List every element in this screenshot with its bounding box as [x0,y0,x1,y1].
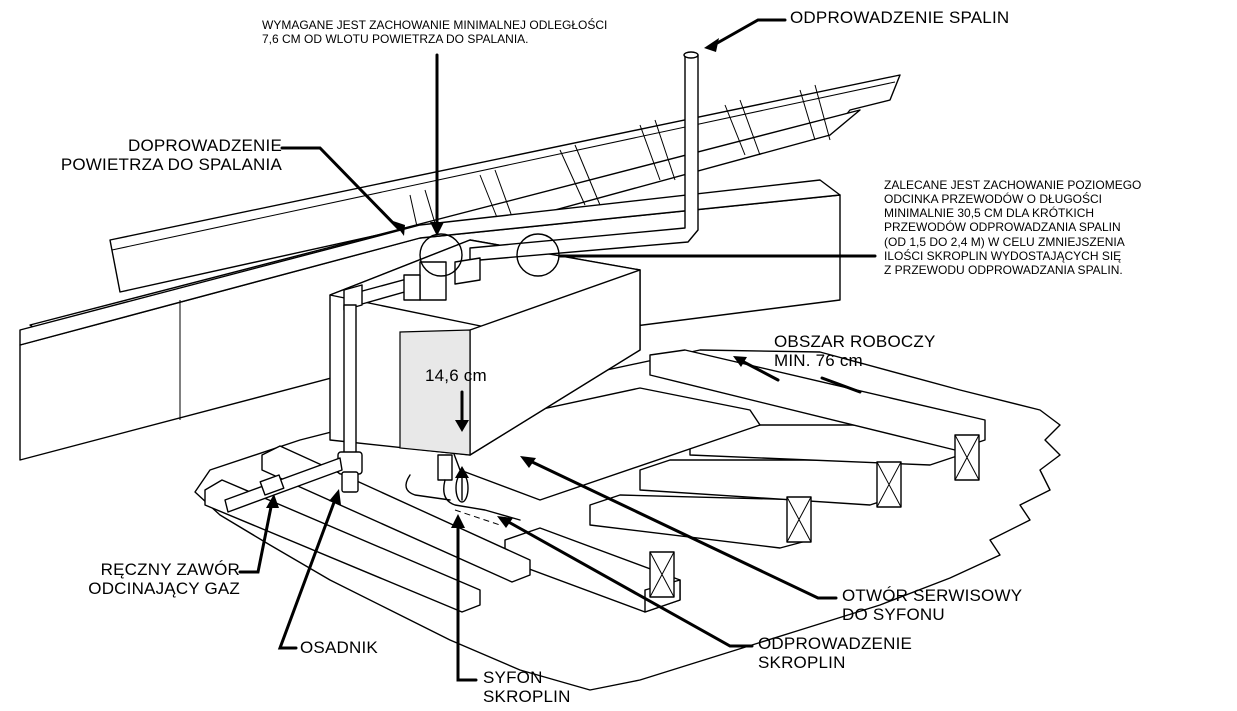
gas-valve-label: RĘCZNY ZAWÓR ODCINAJĄCY GAZ [60,560,240,598]
condensate-drain-label: ODPROWADZENIE SKROPLIN [758,634,912,672]
flue-exhaust-text: ODPROWADZENIE SPALIN [790,8,1010,27]
work-area-line-1: OBSZAR ROBOCZY [774,332,936,351]
attic-floor-outline [194,349,1061,691]
min-distance-note: WYMAGANE JEST ZACHOWANIE MINIMALNEJ ODLE… [262,18,607,46]
gas-valve-line-1: RĘCZNY ZAWÓR [100,560,240,579]
gas-valve-body [259,474,285,496]
horizontal-note-line-5: (OD 1,5 DO 2,4 M) W CELU ZMNIEJSZENIA [884,234,1125,249]
flue-pipe [454,51,699,285]
condensate-trap-label: SYFON SKROPLIN [483,668,571,706]
horizontal-note-line-1: ZALECANE JEST ZACHOWANIE POZIOMEGO [884,178,1142,192]
min-distance-note-line-1: WYMAGANE JEST ZACHOWANIE MINIMALNEJ ODLE… [262,18,608,32]
sediment-trap-label: OSADNIK [300,638,378,657]
clearance-text: 14,6 cm [425,366,487,385]
clearance-dimension [455,390,469,501]
condensate-drain-line-1: ODPROWADZENIE [758,634,913,653]
combustion-air-line-2: POWIETRZA DO SPALANIA [60,155,282,175]
condensate-drain-line-2: SKROPLIN [758,653,846,673]
service-opening-line-1: OTWÓR SERWISOWY [842,586,1023,605]
work-area-line-2: MIN. 76 cm [774,351,863,371]
leader-lines [238,18,877,682]
min-distance-note-line-2: 7,6 CM OD WLOTU POWIETRZA DO SPALANIA. [262,32,529,47]
combustion-air-line-1: DOPROWADZENIE [127,136,282,155]
combustion-air-intake-label: DOPROWADZENIE POWIETRZA DO SPALANIA [18,136,282,174]
horizontal-note-line-4: PRZEWODÓW ODPROWADZANIA SPALIN [884,220,1121,235]
flue-exhaust-label: ODPROWADZENIE SPALIN [790,8,1009,27]
condensate-trap-line-1: SYFON [483,668,543,687]
service-opening-label: OTWÓR SERWISOWY DO SYFONU [842,586,1022,624]
condensate-trap-line-2: SKROPLIN [483,687,571,707]
sediment-trap-text: OSADNIK [300,638,378,657]
horizontal-note-line-3: MINIMALNIE 30,5 CM DLA KRÓTKICH [884,206,1095,221]
left-joists [204,445,531,613]
horizontal-note-line-6: ILOŚCI SKROPLIN WYDOSTAJĄCYCH SIĘ [884,248,1122,263]
intake-clearance-circle [419,233,463,277]
horizontal-pipe-note: ZALECANE JEST ZACHOWANIE POZIOMEGO ODCIN… [884,178,1141,277]
horizontal-note-line-7: Z PRZEWODU ODPROWADZANIA SPALIN. [884,262,1123,277]
work-area-label: OBSZAR ROBOCZY MIN. 76 cm [774,332,936,370]
gas-supply-pipe [224,304,363,513]
horizontal-note-line-2: ODCINKA PRZEWODÓW O DŁUGOŚCI [884,192,1103,207]
combustion-air-pipe [343,261,447,311]
service-opening-line-2: DO SYFONU [842,605,945,625]
gas-valve-line-2: ODCINAJĄCY GAZ [88,579,240,599]
clearance-label: 14,6 cm [425,366,487,385]
